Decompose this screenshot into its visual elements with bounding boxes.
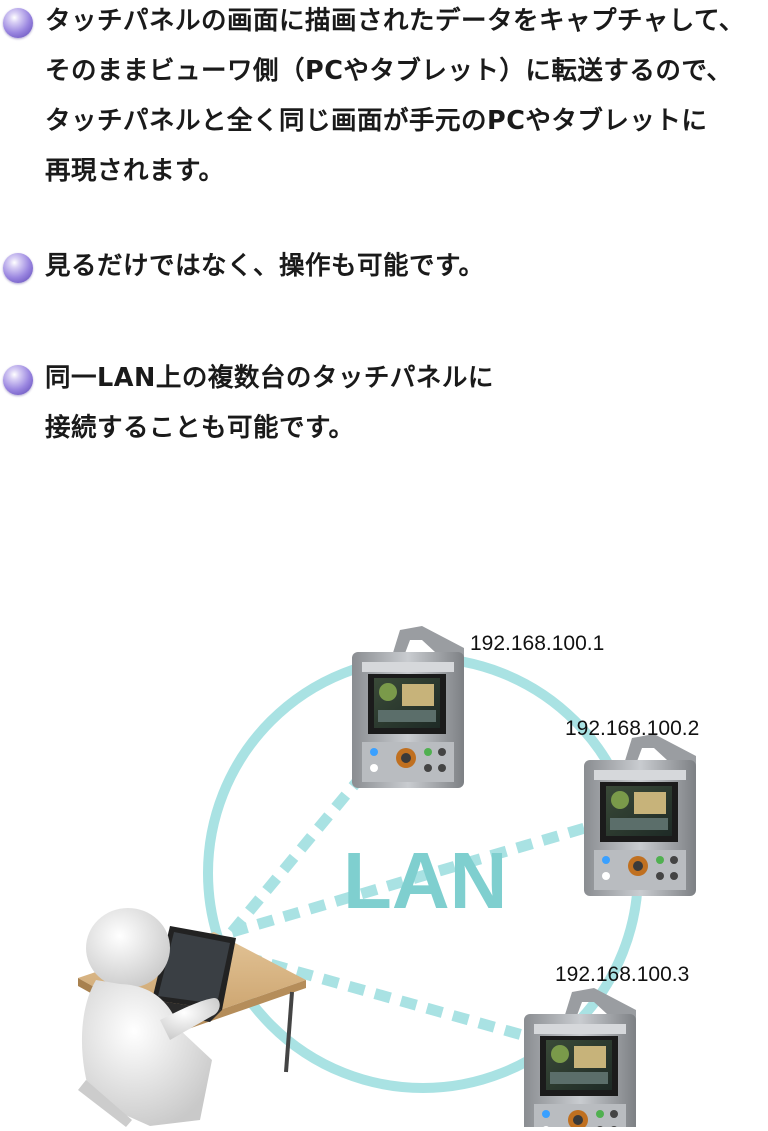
bullet-dot-icon bbox=[3, 8, 33, 38]
connection-lines bbox=[227, 738, 587, 1046]
link-device-2 bbox=[230, 822, 587, 938]
bullet-dot-icon bbox=[3, 365, 33, 395]
bullet-line: 再現されます。 bbox=[45, 156, 225, 186]
bullet-line: そのままビューワ側（PCやタブレット）に転送するので、 bbox=[45, 56, 733, 86]
link-device-3 bbox=[243, 951, 542, 1046]
bullet-line: 見るだけではなく、操作も可能です。 bbox=[45, 251, 485, 281]
ip-label-device-3: 192.168.100.3 bbox=[555, 963, 689, 986]
lan-diagram: 192.168.100.1 192.168.100.2 192.168.100.… bbox=[0, 560, 768, 1131]
touch-panel-device-1 bbox=[352, 626, 464, 788]
person-with-laptop-icon bbox=[78, 908, 306, 1127]
bullet-text: タッチパネルの画面に描画されたデータをキャプチャして、 そのままビューワ側（PC… bbox=[45, 0, 745, 196]
lan-label: LAN bbox=[343, 836, 507, 925]
bullet-text: 見るだけではなく、操作も可能です。 bbox=[45, 241, 484, 291]
bullet-line: タッチパネルの画面に描画されたデータをキャプチャして、 bbox=[45, 6, 745, 36]
bullet-dot-icon bbox=[3, 253, 33, 283]
bullet-line: 接続することも可能です。 bbox=[45, 413, 355, 443]
bullet-line: 同一LAN上の複数台のタッチパネルに bbox=[45, 363, 494, 393]
touch-panel-device-3 bbox=[524, 988, 636, 1131]
bullet-line: タッチパネルと全く同じ画面が手元のPCやタブレットに bbox=[45, 106, 708, 136]
ip-label-device-1: 192.168.100.1 bbox=[470, 632, 604, 655]
ip-label-device-2: 192.168.100.2 bbox=[565, 717, 699, 740]
link-device-1 bbox=[227, 738, 395, 936]
bullet-text: 同一LAN上の複数台のタッチパネルに 接続することも可能です。 bbox=[45, 353, 494, 453]
lan-diagram-graphic: 192.168.100.1 192.168.100.2 192.168.100.… bbox=[78, 626, 699, 1131]
